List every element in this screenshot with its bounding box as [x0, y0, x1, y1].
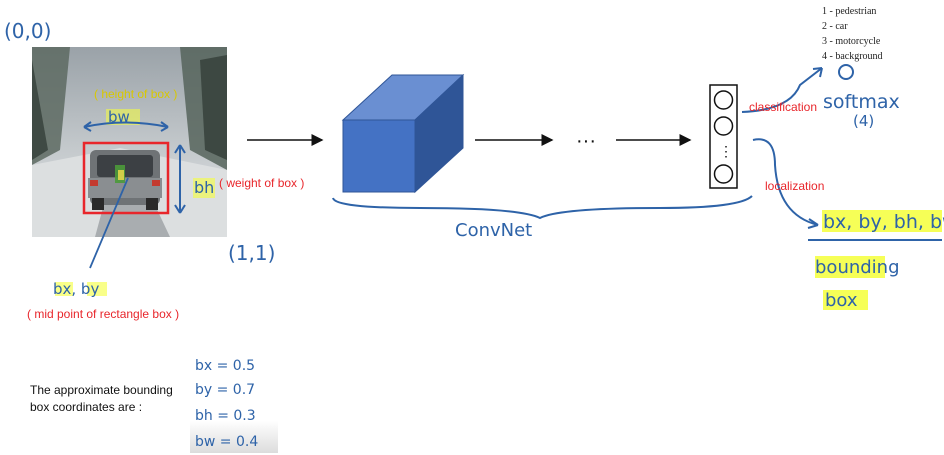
coords-values: bx = 0.5 by = 0.7 bh = 0.3 bw = 0.4: [190, 345, 278, 453]
coords-caption: The approximate bounding box coordinates…: [30, 383, 176, 414]
class-item: 2 - car: [822, 21, 848, 32]
bw-mark: bw: [108, 108, 130, 126]
car: [88, 150, 162, 210]
height-of-box-label: ( height of box ): [94, 87, 177, 101]
output-vector: ⋮: [709, 84, 738, 189]
classification-label: classification: [749, 100, 817, 114]
softmax-label: softmax: [823, 91, 900, 113]
classification-arrow: [741, 67, 823, 113]
convnet-brace: [332, 195, 753, 220]
bounding-label: bounding: [815, 257, 900, 278]
bh-mark: bh: [194, 178, 214, 197]
localization-arrow: [752, 138, 819, 226]
coord-bw: bw = 0.4: [195, 434, 258, 450]
box-label: box: [825, 290, 858, 311]
localization-label: localization: [765, 179, 824, 193]
bx-by-mark: bx, by: [53, 280, 99, 298]
softmax-output-node: [838, 64, 854, 80]
class-item: 4 - background: [822, 51, 883, 62]
road-photo: [32, 47, 227, 237]
end-label: (1,1): [228, 241, 275, 265]
weight-of-box-label: ( weight of box ): [219, 176, 304, 190]
softmax-count: (4): [853, 112, 874, 130]
class-item: 1 - pedestrian: [822, 6, 876, 17]
coord-bh: bh = 0.3: [195, 408, 256, 424]
coord-bx: bx = 0.5: [195, 358, 255, 374]
bbox-params: bx, by, bh, bw: [823, 211, 944, 233]
output-dots: ⋮: [719, 143, 733, 159]
mid-point-label: ( mid point of rectangle box ): [27, 307, 179, 321]
width-arrow: [83, 121, 169, 128]
midpoint-pointer: [89, 177, 129, 269]
bounding-rectangle: [82, 141, 170, 215]
origin-label: (0,0): [4, 19, 51, 43]
convnet-label: ConvNet: [455, 220, 532, 241]
convnet-cube: [341, 73, 465, 194]
coord-by: by = 0.7: [195, 382, 255, 398]
class-item: 3 - motorcycle: [822, 36, 881, 47]
class-list: 1 - pedestrian 2 - car 3 - motorcycle 4 …: [822, 6, 883, 62]
ellipsis: ···: [576, 130, 596, 152]
